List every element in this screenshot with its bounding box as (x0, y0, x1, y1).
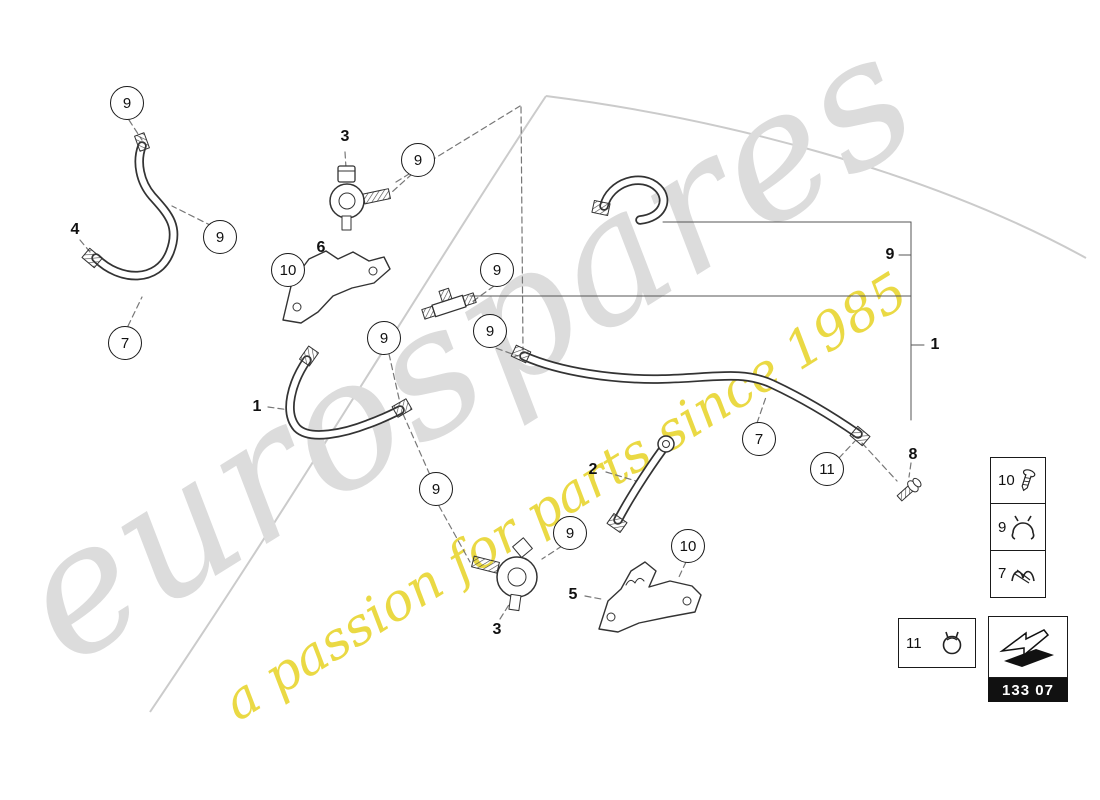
vacuum-valve-3-top (329, 165, 391, 231)
part-label-3: 3 (492, 621, 502, 638)
callout-9[interactable]: 9 (553, 516, 587, 550)
vacuum-pipe-1-right (510, 344, 871, 447)
callout-9[interactable]: 9 (110, 86, 144, 120)
legend-item-11[interactable]: 11 (898, 618, 976, 668)
screw-icon (1021, 468, 1036, 491)
legend-number: 11 (906, 634, 922, 652)
part-label-1: 1 (252, 398, 262, 415)
part-label-5: 5 (568, 586, 578, 603)
callout-9[interactable]: 9 (480, 253, 514, 287)
vacuum-pipe-1-left (285, 345, 413, 440)
part-label-1: 1 (930, 336, 940, 353)
legend-number: 9 (998, 518, 1007, 536)
swoosh-left-curve (149, 95, 547, 713)
legend-item-7[interactable]: 7 (990, 549, 1046, 598)
callout-7[interactable]: 7 (742, 422, 776, 456)
swoosh-right-curve (545, 95, 1087, 259)
part-label-8: 8 (908, 446, 918, 463)
legend-item-9[interactable]: 9 (990, 503, 1046, 551)
vacuum-pipe-1-hook (591, 175, 669, 225)
legend-number: 7 (998, 565, 1007, 582)
screw-8 (896, 477, 922, 502)
bracket-6 (282, 250, 391, 324)
reference-lines (469, 221, 925, 421)
part-label-2: 2 (588, 461, 598, 478)
vacuum-hose-4 (81, 132, 179, 281)
diagram-arrow-icon (999, 629, 1054, 667)
diagram-parts (79, 105, 925, 633)
legend-item-10[interactable]: 10 (990, 456, 1046, 505)
callout-7[interactable]: 7 (108, 326, 142, 360)
legend-fasteners: 10 9 7 (990, 456, 1046, 598)
bracket-5 (598, 561, 702, 633)
vacuum-hose-2 (606, 435, 675, 534)
part-label-4: 4 (70, 221, 80, 238)
next-diagram-button[interactable] (988, 616, 1068, 678)
part-label-6: 6 (316, 239, 326, 256)
callout-11[interactable]: 11 (810, 452, 844, 486)
callout-9[interactable]: 9 (419, 472, 453, 506)
worm-clamp-icon (942, 631, 962, 655)
t-connector (421, 287, 477, 320)
callout-9[interactable]: 9 (367, 321, 401, 355)
callout-10[interactable]: 10 (271, 253, 305, 287)
callout-9[interactable]: 9 (473, 314, 507, 348)
part-label-9: 9 (885, 246, 895, 263)
vacuum-valve-3-bottom (471, 537, 538, 612)
part-label-3: 3 (340, 128, 350, 145)
callout-9[interactable]: 9 (401, 143, 435, 177)
callout-9[interactable]: 9 (203, 220, 237, 254)
diagram-code-badge: 133 07 (988, 678, 1068, 702)
hose-clamp-icon (1011, 515, 1035, 540)
spring-clip-icon (1011, 569, 1035, 584)
legend-number: 10 (998, 472, 1015, 489)
callout-10[interactable]: 10 (671, 529, 705, 563)
